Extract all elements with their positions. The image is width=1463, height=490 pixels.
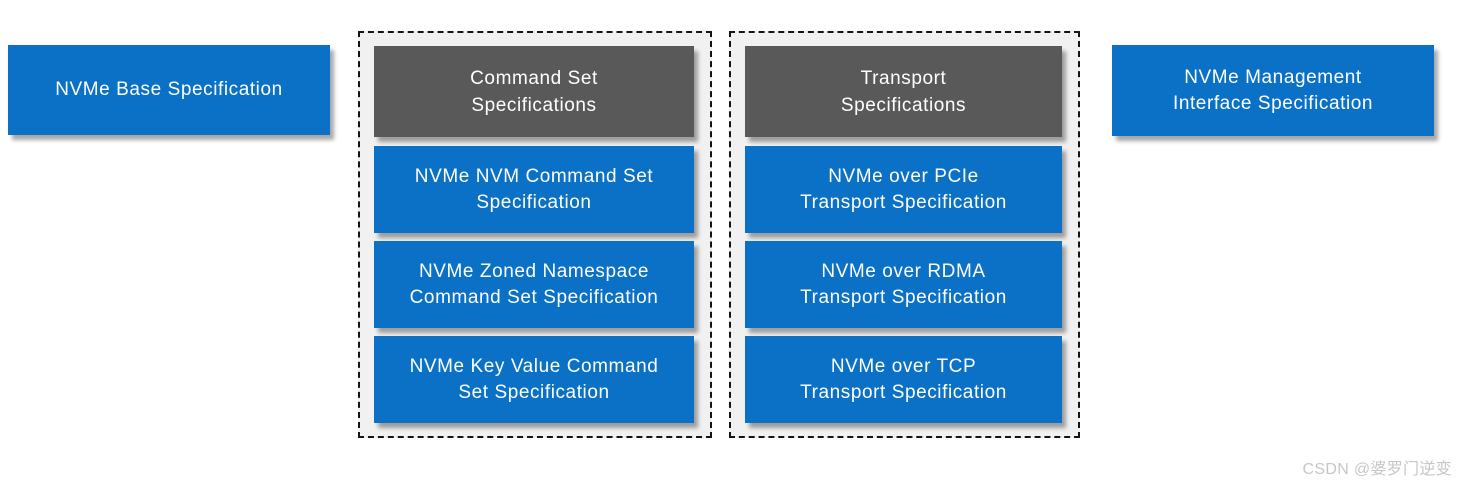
nvme-base-spec-label: NVMe Base Specification <box>55 79 283 100</box>
tcp-transport-spec-box: NVMe over TCP Transport Specification <box>745 336 1062 423</box>
pcie-transport-spec-box: NVMe over PCIe Transport Specification <box>745 146 1062 233</box>
spec-label-line: Transport Specification <box>800 191 1007 213</box>
transport-specs-group: Transport Specifications NVMe over PCIe … <box>729 31 1080 438</box>
spec-label-line: NVMe Key Value Command <box>409 355 659 377</box>
key-value-command-set-spec-box: NVMe Key Value Command Set Specification <box>374 336 694 423</box>
spec-label-line: Command Set Specification <box>409 286 659 308</box>
command-set-specs-group: Command Set Specifications NVMe NVM Comm… <box>358 31 712 438</box>
group-title-line: Specifications <box>840 94 967 116</box>
group-title-line: Specifications <box>471 94 597 116</box>
spec-label-line: Transport Specification <box>800 381 1007 403</box>
spec-label-line: NVMe over TCP <box>830 355 977 377</box>
transport-specs-header: Transport Specifications <box>745 46 1062 137</box>
spec-label-line: NVMe Zoned Namespace <box>418 260 649 282</box>
nvme-management-interface-spec-box: NVMe Management Interface Specification <box>1112 45 1434 136</box>
nvme-base-spec-box: NVMe Base Specification <box>8 45 330 135</box>
spec-label-line: Transport Specification <box>800 286 1007 308</box>
spec-label-line: NVMe NVM Command Set <box>414 165 654 187</box>
rdma-transport-spec-box: NVMe over RDMA Transport Specification <box>745 241 1062 328</box>
nvm-command-set-spec-box: NVMe NVM Command Set Specification <box>374 146 694 233</box>
spec-label-line: Set Specification <box>458 381 610 403</box>
group-title-line: Command Set <box>470 67 598 89</box>
spec-label-line: NVMe over PCIe <box>828 165 979 187</box>
spec-label-line: Specification <box>476 191 592 213</box>
spec-label-line: NVMe over RDMA <box>821 260 986 282</box>
zoned-namespace-command-set-spec-box: NVMe Zoned Namespace Command Set Specifi… <box>374 241 694 328</box>
mi-spec-label-line: NVMe Management <box>1184 66 1362 88</box>
mi-spec-label-line: Interface Specification <box>1172 92 1374 114</box>
group-title-line: Transport <box>860 67 947 89</box>
csdn-watermark: CSDN @婆罗门逆变 <box>1302 461 1452 478</box>
command-set-specs-header: Command Set Specifications <box>374 46 694 137</box>
